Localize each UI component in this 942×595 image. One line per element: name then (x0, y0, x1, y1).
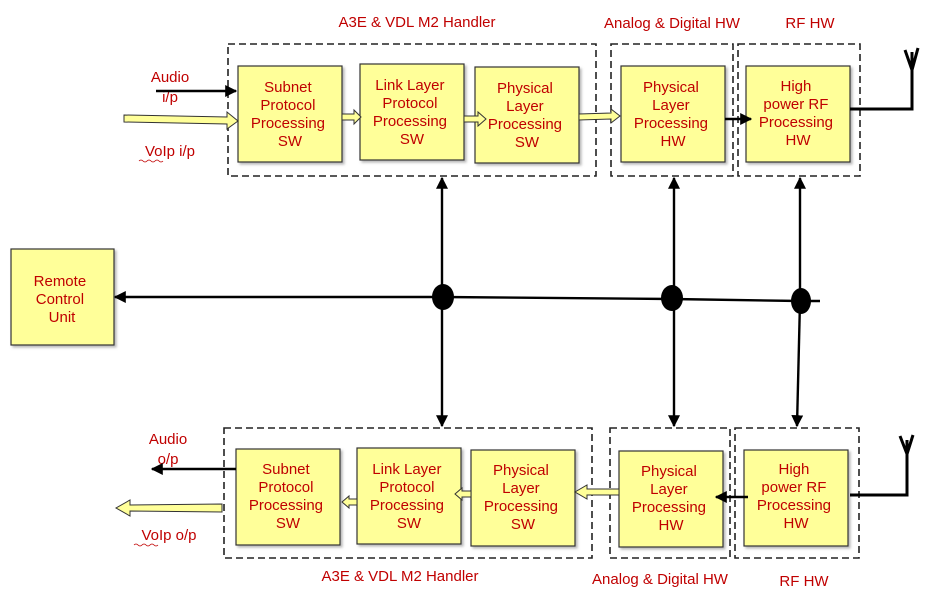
bus-to-rx-rf (791, 300, 804, 428)
audio-out-label-2: o/p (158, 451, 179, 468)
rx-arrow-physhw-physsw (574, 484, 620, 500)
control-bus-segment-2 (671, 297, 801, 303)
svg-text:Subnet Protocol Pr: Subnet Protocol Processing SW (251, 79, 329, 150)
voip-in-spell-underline (138, 159, 164, 163)
tx-subnet-block: Subnet Protocol Processing SW (237, 65, 343, 163)
rx-antenna-feed (850, 440, 909, 497)
tx-arrow-subnet-link (341, 108, 362, 126)
control-bus-segment-1 (441, 295, 673, 301)
svg-text:Remote Control Uni: Remote Control Unit (34, 273, 91, 326)
voip-out-label: VoIp o/p (141, 527, 196, 544)
svg-text:High power RF Proc: High power RF Processing HW (757, 461, 835, 532)
rx-link-block: Link Layer Protocol Processing SW (356, 447, 462, 545)
rx-phys-sw-block: Physical Layer Processing SW (470, 449, 576, 547)
tx-arrow-physsw-physhw (578, 107, 621, 125)
rx-antenna-icon (898, 434, 915, 455)
voip-in-label: VoIp i/p (145, 143, 195, 160)
rx-rf-group (734, 427, 860, 559)
svg-text:Subnet Protocol Pr: Subnet Protocol Processing SW (249, 461, 327, 532)
bus-junction-2 (661, 285, 683, 311)
rx-arrow-physsw-link (454, 486, 472, 502)
tx-link-block: Link Layer Protocol Processing SW (359, 63, 465, 161)
tx-arrow-link-phys (463, 110, 487, 128)
svg-text:High power RF Proc: High power RF Processing HW (759, 78, 837, 149)
tx-handler-group (227, 43, 597, 177)
audio-out-label: Audio (149, 431, 187, 448)
rx-arrow-link-subnet (341, 494, 358, 510)
svg-text:Physical Layer Pro: Physical Layer Processing SW (484, 462, 562, 533)
tx-phys-sw-block: Physical Layer Processing SW (474, 66, 580, 164)
bus-junction-1 (432, 284, 454, 310)
rx-rf-label: RF HW (779, 573, 829, 590)
tx-phys-hw-block: Physical Layer Processing HW (620, 65, 726, 163)
tx-analog-label: Analog & Digital HW (604, 15, 741, 32)
tx-rf-block: High power RF Processing HW (745, 65, 851, 163)
voip-out-arrow (114, 499, 223, 517)
svg-text:Link Layer Protocol: Link Layer Protocol Processing SW (373, 77, 451, 148)
voip-out-spell-underline (133, 543, 159, 547)
svg-text:Physical Layer Pro: Physical Layer Processing HW (634, 79, 712, 150)
audio-in-label: Audio (151, 69, 189, 86)
remote-control-block: Remote Control Unit (10, 248, 115, 346)
rx-subnet-block: Subnet Protocol Processing SW (235, 448, 341, 546)
rx-analog-label: Analog & Digital HW (592, 571, 729, 588)
audio-in-label-2: i/p (162, 89, 178, 106)
rx-phys-hw-block: Physical Layer Processing HW (618, 450, 724, 548)
tx-handler-label: A3E & VDL M2 Handler (338, 14, 495, 31)
rx-handler-label: A3E & VDL M2 Handler (321, 568, 478, 585)
svg-text:Physical Layer Pro: Physical Layer Processing SW (488, 80, 566, 151)
tx-antenna-icon (903, 47, 920, 71)
voip-in-arrow (123, 110, 239, 130)
tx-antenna-feed (850, 52, 914, 111)
bus-junction-3 (791, 288, 811, 314)
rx-rf-block: High power RF Processing HW (743, 449, 849, 547)
svg-text:Link Layer Protocol: Link Layer Protocol Processing SW (370, 461, 448, 532)
tx-rf-label: RF HW (785, 15, 835, 32)
svg-text:Physical Layer Pro: Physical Layer Processing HW (632, 463, 710, 534)
